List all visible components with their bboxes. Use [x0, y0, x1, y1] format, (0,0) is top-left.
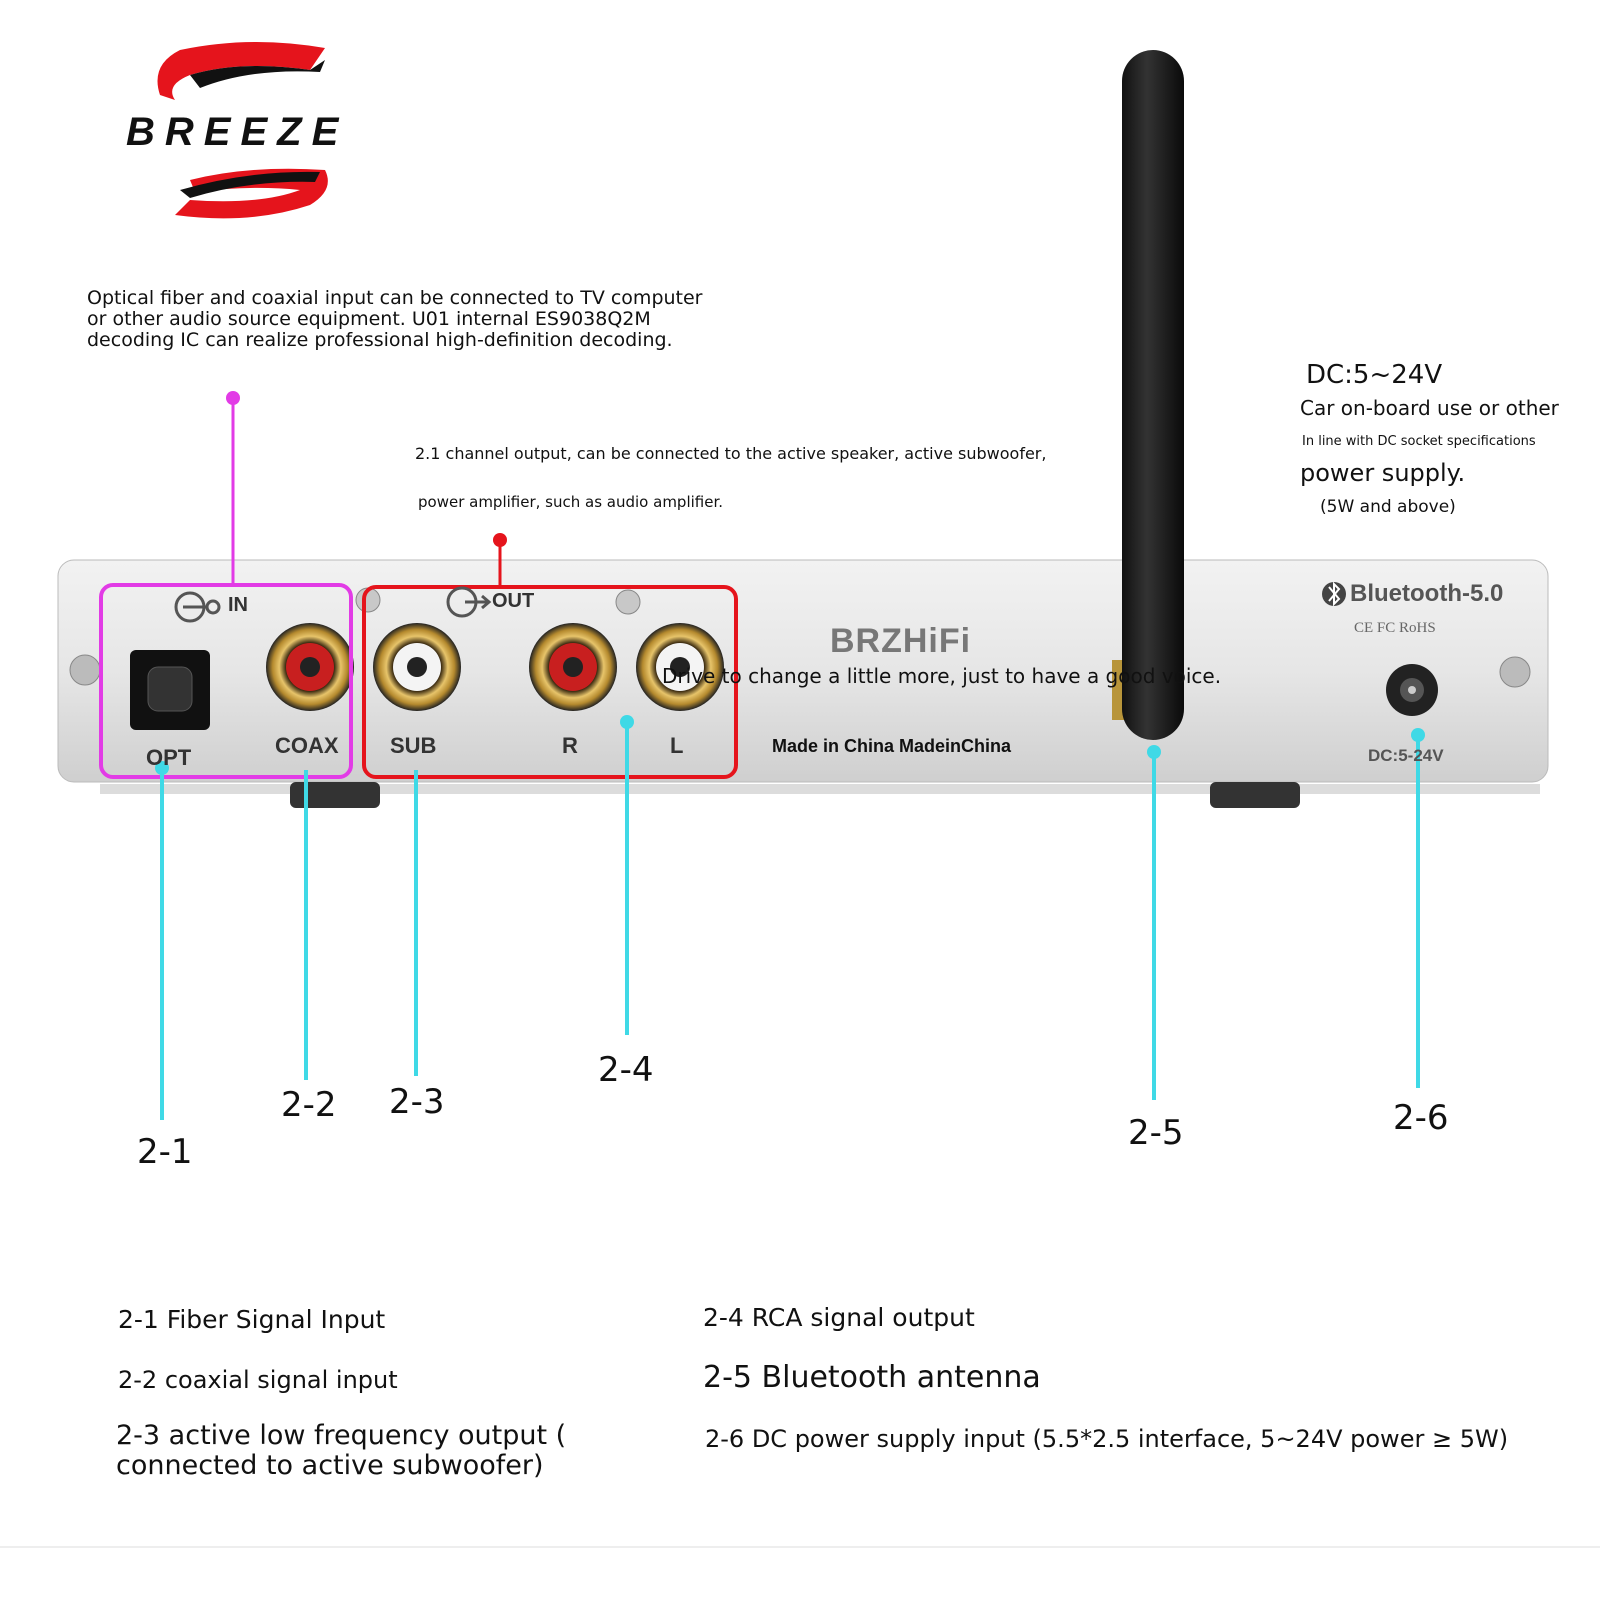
l-jack-icon: [636, 623, 724, 711]
power-note: DC:5~24V Car on-board use or other In li…: [1300, 360, 1600, 517]
r-label: R: [562, 733, 578, 758]
device-brand-label: BRZHiFi: [830, 622, 972, 660]
legend-2-6: 2-6 DC power supply input (5.5*2.5 inter…: [705, 1425, 1509, 1453]
made-in-label: Made in China MadeinChina: [772, 736, 1012, 756]
center-overlay-text: Drive to change a little more, just to h…: [662, 664, 1222, 688]
input-note: Optical fiber and coaxial input can be c…: [87, 288, 787, 351]
callout-2-5: 2-5: [1128, 1113, 1184, 1153]
optical-port-icon: [130, 650, 210, 730]
l-label: L: [670, 733, 684, 758]
bluetooth-label: Bluetooth-5.0: [1350, 580, 1504, 607]
coax-jack-icon: [266, 623, 354, 711]
legend-2-1: 2-1 Fiber Signal Input: [118, 1305, 386, 1334]
callout-2-3: 2-3: [389, 1082, 445, 1122]
legend-2-3-line1: 2-3 active low frequency output (: [116, 1420, 567, 1451]
power-voltage: DC:5~24V: [1306, 360, 1443, 390]
out-label: OUT: [492, 590, 535, 612]
output-group-box: [362, 585, 738, 779]
bottom-divider: [0, 1546, 1600, 1548]
brand-logo: BREEZE: [120, 40, 390, 230]
callout-lines: [160, 722, 1420, 1120]
legend-2-5: 2-5 Bluetooth antenna: [703, 1360, 1041, 1395]
power-line2: In line with DC socket specifications: [1302, 434, 1536, 449]
input-group-box: [99, 583, 353, 779]
input-note-line: decoding IC can realize professional hig…: [87, 329, 673, 351]
sub-label: SUB: [390, 733, 437, 758]
callout-2-2: 2-2: [281, 1085, 337, 1125]
input-note-line: or other audio source equipment. U01 int…: [87, 308, 651, 330]
legend-2-2: 2-2 coaxial signal input: [118, 1366, 398, 1394]
in-arrow-icon: [174, 591, 221, 623]
power-line3: power supply.: [1300, 459, 1466, 487]
r-jack-icon: [529, 623, 617, 711]
output-note-line2: power amplifier, such as audio amplifier…: [418, 493, 724, 511]
callout-2-6: 2-6: [1393, 1098, 1449, 1138]
opt-label: OPT: [146, 745, 192, 770]
bluetooth-icon: [1322, 581, 1346, 607]
coax-label: COAX: [275, 733, 339, 758]
dc-label: DC:5-24V: [1368, 746, 1444, 765]
power-line4: (5W and above): [1320, 497, 1456, 517]
sub-jack-icon: [373, 623, 461, 711]
certification-label: CE FC RoHS: [1354, 620, 1436, 636]
callout-2-1: 2-1: [137, 1132, 193, 1172]
legend-2-4: 2-4 RCA signal output: [703, 1303, 975, 1332]
power-line1: Car on-board use or other: [1300, 396, 1559, 420]
dc-jack-icon: [1386, 664, 1438, 716]
logo-swoosh-icon: [157, 41, 328, 219]
output-note-line1: 2.1 channel output, can be connected to …: [415, 444, 1047, 463]
callout-2-4: 2-4: [598, 1050, 654, 1090]
logo-text: BREEZE: [126, 110, 349, 154]
in-label: IN: [228, 594, 248, 616]
input-note-line: Optical fiber and coaxial input can be c…: [87, 287, 703, 309]
out-arrow-icon: [446, 586, 492, 618]
antenna-icon: [1112, 50, 1184, 740]
legend-2-3-line2: connected to active subwoofer): [116, 1450, 544, 1481]
